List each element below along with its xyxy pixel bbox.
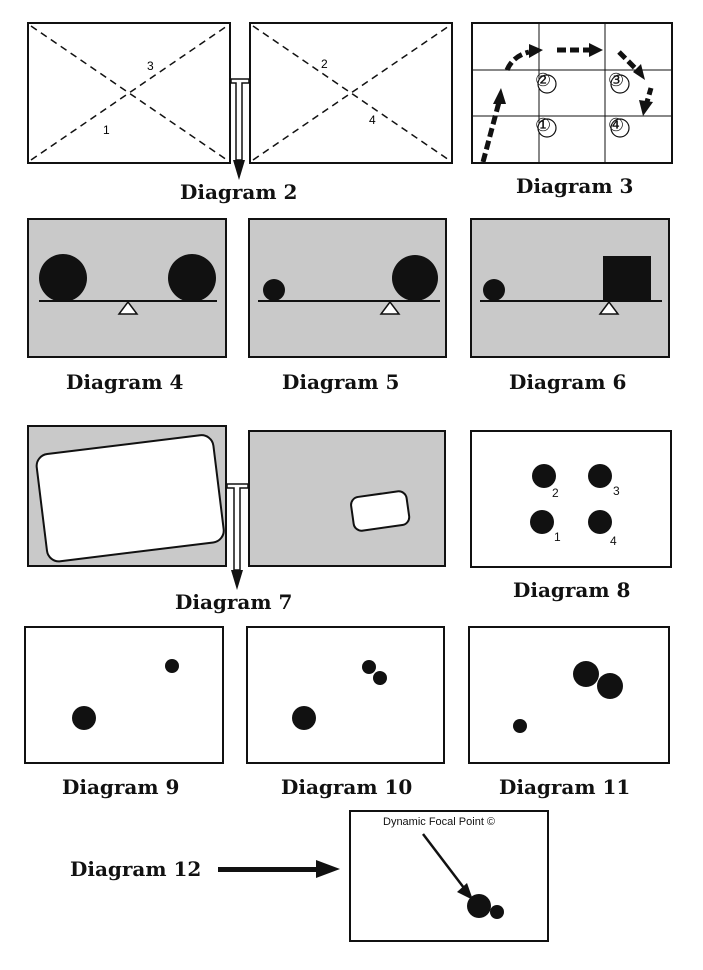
diagram-11-dots (513, 661, 623, 733)
diagram-9-caption: Diagram 9 (62, 775, 180, 799)
diagram-3-label-2: ② (535, 70, 552, 90)
diagram-2-label-2: 2 (321, 57, 328, 71)
diagram-6-caption: Diagram 6 (509, 370, 627, 394)
diagram-8-label-2: 2 (552, 486, 559, 500)
diagram-2-left-diagonals: 3 1 (30, 25, 228, 161)
diagram-9-frame (24, 626, 224, 764)
diagram-7-right-card (350, 490, 411, 532)
diagram-5-caption: Diagram 5 (282, 370, 400, 394)
diagram-4-frame (27, 218, 227, 358)
diagram-12-dots (422, 833, 504, 919)
diagram-2-label-4: 4 (369, 113, 376, 127)
diagram-7-right-frame (248, 430, 446, 567)
diagram-2-label-1: 1 (103, 123, 110, 137)
diagram-8-label-4: 4 (610, 534, 617, 548)
diagram-7-left-frame (27, 425, 227, 567)
diagram-8-dots (530, 464, 612, 534)
diagram-8-label-1: 1 (554, 530, 561, 544)
diagram-2-left-frame: 3 1 (27, 22, 231, 164)
diagram-5-scale (258, 255, 440, 315)
diagram-3-label-3: ③ (608, 70, 625, 90)
diagram-8-frame: 2 3 1 4 (470, 430, 672, 568)
diagram-10-dots (292, 660, 387, 730)
diagram-3-label-4: ④ (608, 115, 625, 135)
diagram-12-label: Dynamic Focal Point © (383, 816, 496, 828)
diagram-5-frame (248, 218, 447, 358)
diagram-2-caption: Diagram 2 (180, 180, 298, 204)
diagram-12-pointer-arrow (218, 860, 340, 878)
diagram-7-left-card (35, 434, 225, 563)
diagram-6-scale (480, 256, 662, 315)
diagram-4-caption: Diagram 4 (66, 370, 184, 394)
diagram-7-caption: Diagram 7 (175, 590, 293, 614)
diagram-2-label-3: 3 (147, 59, 154, 73)
diagram-4-scale (39, 254, 217, 315)
diagram-12-frame: Dynamic Focal Point © (349, 810, 549, 942)
diagram-11-caption: Diagram 11 (499, 775, 631, 799)
diagram-6-frame (470, 218, 670, 358)
diagram-9-dots (72, 659, 179, 730)
diagram-2-right-diagonals: 2 4 (252, 25, 450, 161)
diagram-10-caption: Diagram 10 (281, 775, 413, 799)
diagram-7-connector-arrow (226, 483, 249, 590)
diagram-2-right-frame: 2 4 (249, 22, 453, 164)
diagram-10-frame (246, 626, 445, 764)
diagram-3-label-1: ① (535, 115, 552, 135)
diagram-2-connector-arrow (230, 78, 250, 180)
diagram-8-caption: Diagram 8 (513, 578, 631, 602)
diagram-11-frame (468, 626, 670, 764)
diagram-12-caption: Diagram 12 (70, 857, 202, 881)
diagram-8-label-3: 3 (613, 484, 620, 498)
diagram-3-caption: Diagram 3 (516, 174, 634, 198)
diagram-3-frame: ② ③ ① ④ (471, 22, 673, 164)
diagram-3-grid (473, 24, 671, 162)
